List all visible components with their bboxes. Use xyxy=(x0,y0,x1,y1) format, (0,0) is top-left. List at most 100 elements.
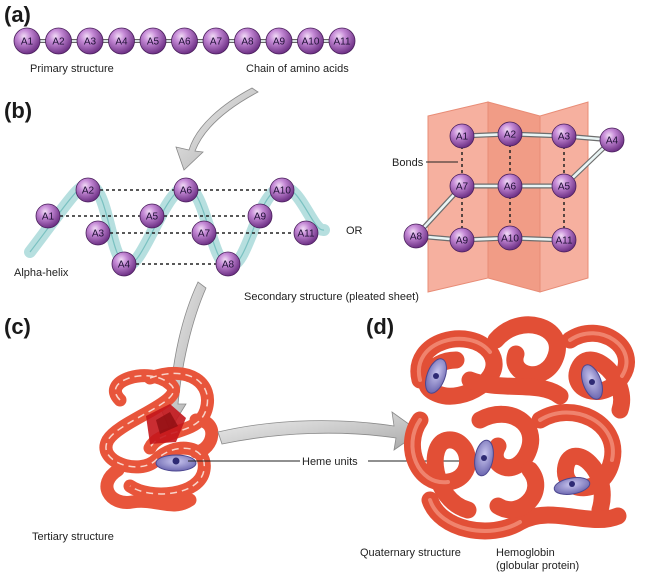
amino-acid-a4: A4 xyxy=(599,127,625,153)
amino-acid-bead xyxy=(75,177,101,203)
amino-acid-bead xyxy=(13,27,41,55)
amino-acid-a8: A8 xyxy=(234,27,261,55)
tertiary-heme-disc xyxy=(155,454,197,472)
amino-acid-a9: A9 xyxy=(247,203,273,229)
amino-acid-a3: A3 xyxy=(76,27,104,55)
amino-acid-bead xyxy=(328,27,356,55)
amino-acid-bead xyxy=(173,177,199,203)
primary-structure-label: Primary structure xyxy=(30,63,114,75)
amino-acid-a10: A10 xyxy=(497,225,523,251)
quaternary-heme-discs xyxy=(425,358,603,495)
amino-acid-bead xyxy=(265,27,293,55)
or-label: OR xyxy=(346,225,363,237)
amino-acid-bead xyxy=(551,173,577,199)
amino-acid-label: A3 xyxy=(558,132,571,143)
amino-acid-label: A7 xyxy=(456,182,469,193)
panel-label-b: (b) xyxy=(4,98,32,123)
hemoglobin-label: Hemoglobin xyxy=(496,547,555,559)
amino-acid-label: A10 xyxy=(501,234,519,245)
heme-disc xyxy=(553,477,591,495)
amino-acid-label: A1 xyxy=(456,132,469,143)
amino-acid-label: A9 xyxy=(456,236,469,247)
amino-acid-label: A7 xyxy=(210,37,223,48)
amino-acid-label: A5 xyxy=(558,182,571,193)
amino-acid-label: A10 xyxy=(273,186,291,197)
amino-acid-a2: A2 xyxy=(45,27,72,55)
quaternary-structure-caption: Quaternary structure xyxy=(360,547,461,559)
amino-acid-bead xyxy=(247,203,273,229)
amino-acid-label: A1 xyxy=(42,212,55,223)
amino-acid-a11: A11 xyxy=(293,220,319,246)
amino-acid-bead xyxy=(76,27,104,55)
alpha-helix-label: Alpha-helix xyxy=(14,267,69,279)
amino-acid-label: A4 xyxy=(606,136,619,147)
amino-acid-a2: A2 xyxy=(75,177,101,203)
panel-label-a: (a) xyxy=(4,2,31,27)
panel-label-d: (d) xyxy=(366,314,394,339)
tertiary-structure-caption: Tertiary structure xyxy=(32,531,114,543)
amino-acid-label: A6 xyxy=(178,37,191,48)
amino-acid-a10: A10 xyxy=(269,177,295,203)
amino-acid-label: A6 xyxy=(504,182,517,193)
amino-acid-label: A11 xyxy=(555,236,572,247)
amino-acid-a1: A1 xyxy=(449,123,475,149)
amino-acid-bead xyxy=(234,27,261,55)
amino-acid-label: A5 xyxy=(147,37,160,48)
amino-acid-label: A10 xyxy=(302,37,320,48)
amino-acid-label: A8 xyxy=(410,232,423,243)
amino-acid-label: A9 xyxy=(273,37,286,48)
amino-acid-bead xyxy=(497,173,523,199)
amino-acid-label: A3 xyxy=(84,37,97,48)
tertiary-structure xyxy=(99,367,219,512)
amino-acid-bead xyxy=(297,27,324,55)
amino-acid-bead xyxy=(269,177,295,203)
amino-acid-label: A5 xyxy=(146,212,159,223)
amino-acid-bead xyxy=(449,227,475,253)
heme-units-label: Heme units xyxy=(302,456,358,468)
amino-acid-label: A4 xyxy=(115,37,128,48)
amino-acid-a1: A1 xyxy=(13,27,41,55)
amino-acid-label: A8 xyxy=(222,260,235,271)
amino-acid-bead xyxy=(551,227,577,253)
amino-acid-label: A2 xyxy=(82,186,95,197)
amino-acid-a6: A6 xyxy=(173,177,199,203)
amino-acid-label: A11 xyxy=(333,37,350,48)
amino-acid-label: A3 xyxy=(92,229,105,240)
bonds-label: Bonds xyxy=(392,157,424,169)
amino-acid-a9: A9 xyxy=(265,27,293,55)
amino-acid-label: A4 xyxy=(118,260,131,271)
amino-acid-a11: A11 xyxy=(551,227,577,253)
amino-acid-bead xyxy=(599,127,625,153)
panel-label-c: (c) xyxy=(4,314,31,339)
amino-acid-bead xyxy=(139,27,167,55)
arrow-tertiary-to-quaternary xyxy=(217,411,421,451)
amino-acid-bead xyxy=(45,27,72,55)
amino-acid-bead xyxy=(191,220,217,246)
heme-disc xyxy=(474,439,494,477)
amino-acid-label: A1 xyxy=(21,37,34,48)
amino-acid-label: A9 xyxy=(254,212,267,223)
amino-acid-a8: A8 xyxy=(215,251,241,277)
amino-acid-label: A2 xyxy=(504,130,517,141)
globular-protein-label: (globular protein) xyxy=(496,560,579,572)
amino-acid-a7: A7 xyxy=(202,27,230,55)
amino-acid-a2: A2 xyxy=(497,121,523,147)
amino-acid-a8: A8 xyxy=(403,223,429,249)
amino-acid-bead xyxy=(139,203,165,229)
amino-acid-bead xyxy=(449,123,475,149)
pleated-sheet-caption: Secondary structure (pleated sheet) xyxy=(244,291,419,303)
amino-acid-a5: A5 xyxy=(139,27,167,55)
amino-acid-bead xyxy=(403,223,429,249)
chain-of-amino-acids-label: Chain of amino acids xyxy=(246,63,349,75)
amino-acid-bead xyxy=(551,123,577,149)
amino-acid-bead xyxy=(449,173,475,199)
amino-acid-bead xyxy=(293,220,319,246)
amino-acid-a7: A7 xyxy=(191,220,217,246)
amino-acid-bead xyxy=(111,251,137,277)
amino-acid-a6: A6 xyxy=(497,173,523,199)
amino-acid-bead xyxy=(215,251,241,277)
amino-acid-a9: A9 xyxy=(449,227,475,253)
amino-acid-a6: A6 xyxy=(171,27,198,55)
